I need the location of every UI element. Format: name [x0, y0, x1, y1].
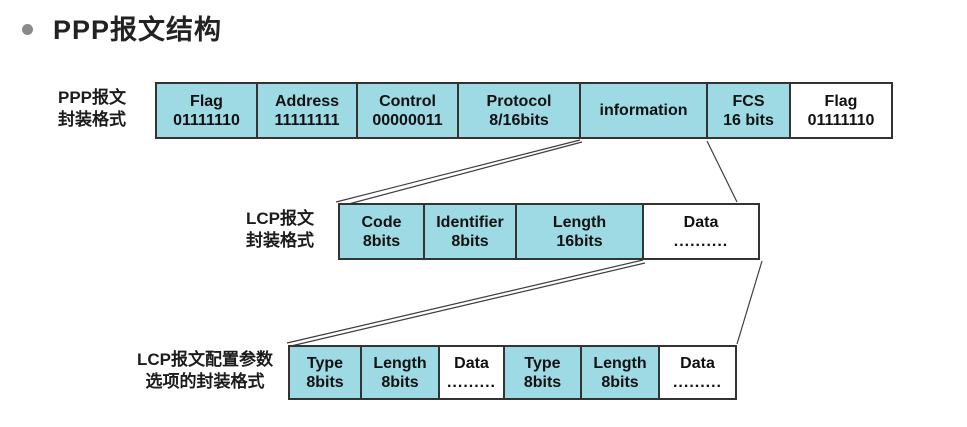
lcp-frame-label: LCP报文 封装格式: [228, 208, 332, 252]
field-name: Type: [524, 354, 561, 372]
page-title: PPP报文结构: [53, 15, 223, 45]
field-length-1: Length 8bits: [362, 347, 440, 398]
field-name: Control: [379, 92, 436, 110]
field-name: Address: [274, 92, 340, 110]
field-flag-start: Flag 01111110: [157, 84, 258, 137]
field-length: Length 16bits: [517, 205, 644, 258]
label-line: 选项的封装格式: [145, 372, 265, 391]
field-name: Type: [306, 354, 344, 372]
field-value: 8bits: [362, 232, 401, 250]
field-value: 8bits: [451, 232, 489, 250]
field-value: 8bits: [601, 373, 639, 391]
field-protocol: Protocol 8/16bits: [459, 84, 581, 137]
field-name: Flag: [824, 92, 858, 110]
field-value: 16bits: [556, 232, 603, 250]
field-code: Code 8bits: [340, 205, 425, 258]
field-data-2: Data .........: [660, 347, 735, 398]
bullet-icon: [22, 24, 33, 35]
field-identifier: Identifier 8bits: [425, 205, 517, 258]
field-value: ..........: [673, 232, 729, 250]
field-value: 01111110: [807, 111, 875, 129]
field-type-2: Type 8bits: [505, 347, 582, 398]
field-name: Data: [683, 213, 719, 231]
connector-line: [736, 260, 763, 345]
field-name: Code: [361, 213, 402, 231]
connector-line: [340, 141, 583, 207]
field-name: Length: [552, 213, 607, 231]
field-value: 8bits: [523, 373, 562, 391]
label-line: 封装格式: [58, 110, 126, 129]
field-fcs: FCS 16 bits: [708, 84, 791, 137]
field-value: 8bits: [306, 373, 344, 391]
field-value: 01111110: [173, 111, 240, 129]
field-flag-end: Flag 01111110: [791, 84, 891, 137]
field-name: FCS: [732, 92, 765, 110]
field-name: Data: [454, 354, 489, 372]
lcp-option-label: LCP报文配置参数 选项的封装格式: [124, 349, 286, 393]
connector-line: [286, 259, 644, 344]
field-name: Data: [680, 354, 715, 372]
label-line: LCP报文配置参数: [137, 350, 273, 369]
field-name: Length: [373, 354, 427, 372]
connector-line: [706, 140, 738, 203]
field-name: Flag: [190, 92, 223, 110]
field-name: Protocol: [486, 92, 552, 110]
field-value: 11111111: [274, 111, 340, 129]
field-value: .........: [672, 373, 722, 391]
field-type-1: Type 8bits: [290, 347, 362, 398]
slide-title-row: PPP报文结构: [22, 8, 222, 47]
field-name: information: [599, 102, 688, 119]
field-address: Address 11111111: [258, 84, 358, 137]
connector-line: [335, 139, 581, 203]
field-control: Control 00000011: [358, 84, 459, 137]
lcp-option-row: Type 8bits Length 8bits Data ......... T…: [288, 345, 737, 400]
field-data-1: Data .........: [440, 347, 505, 398]
field-name: Identifier: [436, 213, 504, 231]
field-value: 16 bits: [723, 111, 774, 129]
field-information: information: [581, 84, 708, 137]
field-value: 8/16bits: [489, 111, 549, 129]
connector-line: [290, 262, 646, 347]
field-value: 00000011: [372, 111, 443, 129]
label-line: LCP报文: [246, 209, 314, 228]
field-length-2: Length 8bits: [582, 347, 660, 398]
field-value: 8bits: [381, 373, 419, 391]
label-line: PPP报文: [57, 88, 127, 107]
field-data: Data ..........: [644, 205, 758, 258]
field-value: .........: [446, 373, 496, 391]
field-name: Length: [593, 354, 647, 372]
lcp-frame-row: Code 8bits Identifier 8bits Length 16bit…: [338, 203, 760, 260]
ppp-frame-row: Flag 01111110 Address 11111111 Control 0…: [155, 82, 893, 139]
label-line: 封装格式: [246, 231, 314, 250]
ppp-frame-label: PPP报文 封装格式: [36, 87, 148, 131]
